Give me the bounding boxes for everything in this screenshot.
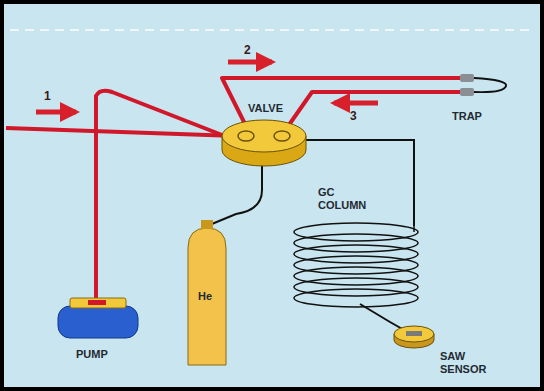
saw-sensor-symbol [394, 326, 434, 348]
coil-winding [294, 289, 418, 307]
sample-tubes [6, 78, 466, 302]
part-label: He [198, 290, 212, 303]
trap-loop [474, 78, 506, 92]
inlet-tube [6, 128, 236, 136]
valve-body [222, 120, 306, 166]
coil-lead [413, 226, 415, 232]
flow-arrow [36, 110, 76, 115]
part-label: SAW SENSOR [440, 350, 496, 375]
coil-winding [294, 234, 418, 252]
flow-arrows [36, 62, 378, 112]
coil-winding [294, 267, 418, 285]
coil-winding [294, 256, 418, 274]
gc-coil [294, 223, 418, 307]
coil-winding [294, 245, 418, 263]
callout-number: 2 [244, 44, 251, 58]
column-line [292, 140, 414, 226]
coil-winding [294, 223, 418, 241]
carrier-lines [207, 78, 506, 330]
helium-cylinder [188, 220, 226, 365]
trap-fitting [460, 74, 474, 82]
sensor-line [360, 304, 404, 330]
pump-symbol [58, 298, 138, 338]
flow-arrow [228, 60, 272, 65]
flow-arrow [334, 101, 378, 106]
trap-fitting [460, 88, 474, 96]
trap-tube-return [284, 92, 466, 132]
callout-number: 3 [350, 110, 357, 124]
part-label: GC COLUMN [318, 186, 370, 211]
dashed-line [10, 29, 534, 31]
part-label: PUMP [76, 348, 108, 361]
part-label: TRAP [452, 110, 482, 123]
callout-number: 1 [44, 90, 51, 104]
background [4, 4, 540, 387]
part-label: VALVE [248, 102, 283, 115]
coil-winding [294, 278, 418, 296]
